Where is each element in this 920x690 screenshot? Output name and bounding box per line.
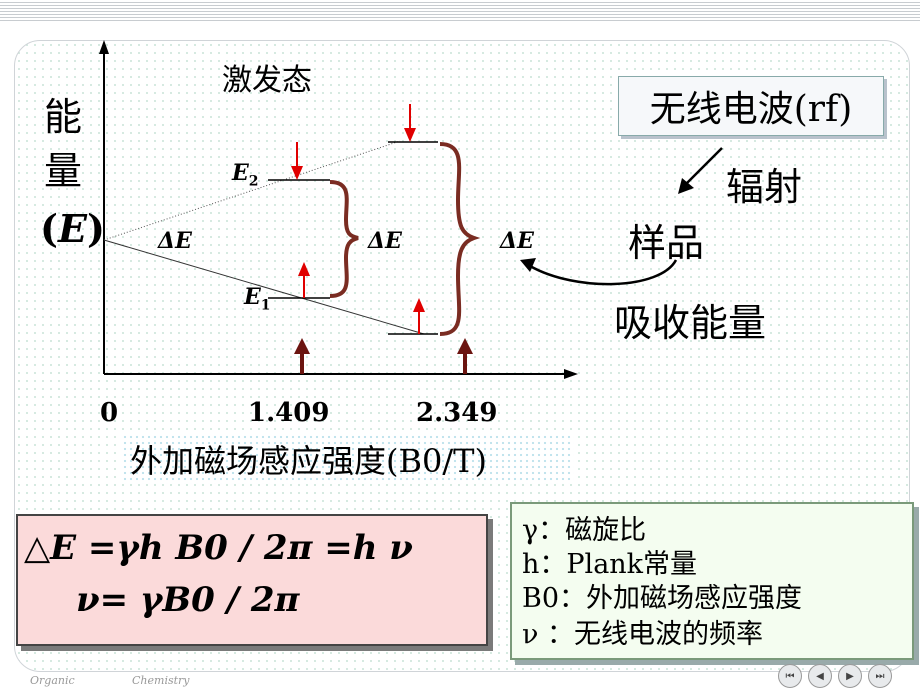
y-axis-arrow: [99, 40, 109, 54]
legend-box: [510, 502, 914, 660]
red-arrow-down-upper: [404, 104, 416, 142]
x-tick-1409: 1.409: [248, 398, 330, 428]
red-arrow-up-lower: [413, 298, 425, 334]
upper-energy-line: [103, 140, 401, 241]
rf-box: 无线电波(rf): [618, 76, 884, 136]
y-axis-label-line1: 能: [44, 95, 83, 139]
x-tick-0: 0: [100, 398, 119, 428]
brace-small: [329, 180, 359, 298]
delta-e-label-right: ΔE: [500, 228, 534, 254]
equation-2: ν= γB0 / 2π: [76, 580, 300, 620]
excited-state-label: 激发态: [222, 63, 312, 98]
legend-nu: ν ：无线电波的频率: [522, 619, 763, 650]
legend-gamma: γ：磁旋比: [522, 515, 647, 546]
equation-1: △E =γh B0 / 2π =h ν: [24, 528, 413, 568]
footer-right: Chemistry: [132, 674, 190, 687]
x-axis-arrow: [564, 369, 578, 379]
x-tick-2349: 2.349: [416, 398, 498, 428]
prev-icon[interactable]: ◀: [808, 664, 832, 688]
absorb-arrow: [520, 258, 678, 286]
legend-h: h：Plank常量: [522, 549, 698, 580]
absorb-label: 吸收能量: [614, 301, 767, 345]
y-axis-label-line3: (E): [40, 206, 105, 251]
rf-arrow: [678, 147, 723, 194]
x-axis-label: 外加磁场感应强度(B0/T): [122, 434, 574, 484]
footer-left: Organic: [30, 674, 75, 687]
e1-label: E1: [244, 284, 271, 314]
red-arrow-up-e1: [298, 262, 310, 298]
field-arrow-2349: [457, 338, 473, 374]
delta-e-label-middle: ΔE: [368, 228, 402, 254]
top-stripes: [0, 0, 920, 22]
next-icon[interactable]: ▶: [838, 664, 862, 688]
brace-large: [439, 142, 481, 336]
sample-label: 样品: [628, 221, 705, 265]
radiation-label: 辐射: [726, 165, 803, 209]
legend-b0: B0：外加磁场感应强度: [522, 583, 803, 614]
last-icon[interactable]: ⏭: [868, 664, 892, 688]
lower-energy-line: [103, 239, 425, 335]
red-arrow-down-e2: [291, 142, 303, 180]
equation-box: [16, 514, 488, 646]
first-icon[interactable]: ⏮: [778, 664, 802, 688]
delta-e-label-left: ΔE: [158, 228, 192, 254]
field-arrow-1409: [294, 338, 310, 374]
y-axis-label-line2: 量: [44, 149, 83, 193]
e2-label: E2: [232, 160, 259, 190]
